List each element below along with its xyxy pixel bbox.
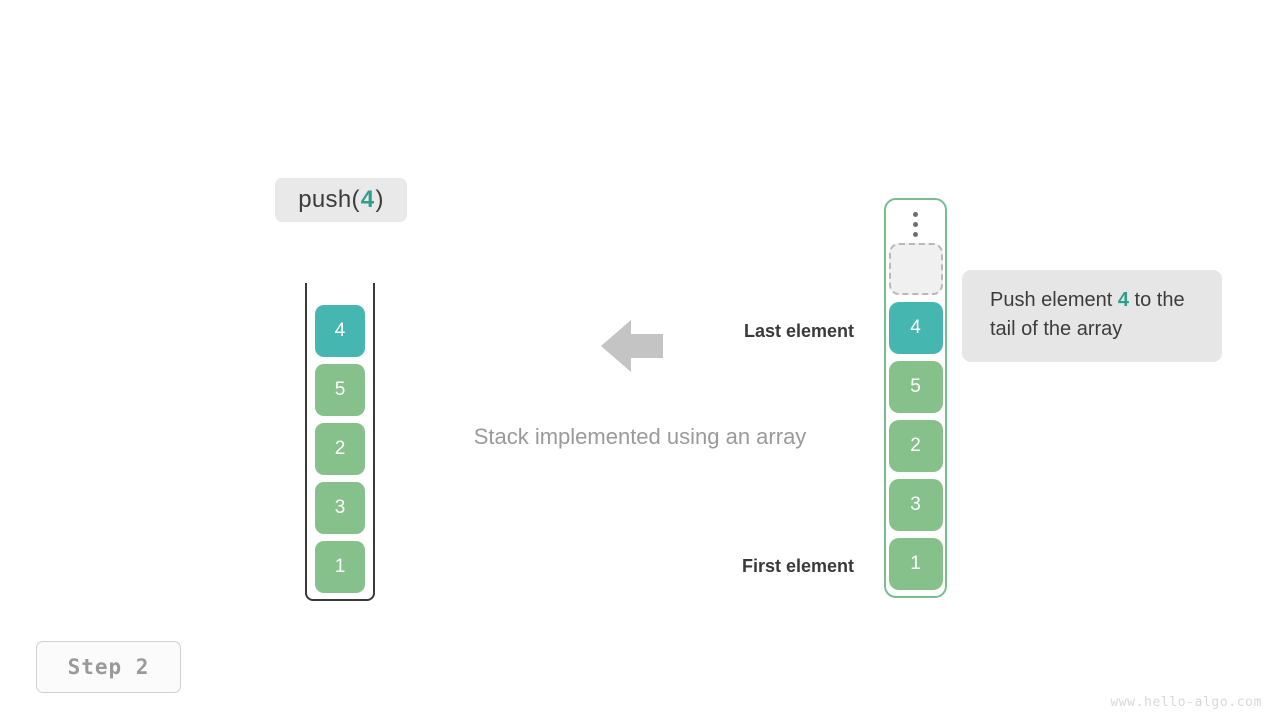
arrow-left-icon <box>601 320 663 372</box>
array-cell-value: 3 <box>910 494 921 515</box>
stack-cell: 5 <box>315 364 365 416</box>
stack-cell-value: 3 <box>334 497 346 518</box>
operation-open-paren: ( <box>351 186 360 213</box>
array-cell: 5 <box>888 361 943 413</box>
diagram-caption: Stack implemented using an array <box>473 424 807 449</box>
tooltip-highlight-value: 4 <box>1117 289 1129 311</box>
array-container: 4 5 2 3 1 <box>884 198 947 598</box>
stack-cell-value: 2 <box>334 438 346 459</box>
tooltip-prefix: Push element <box>990 289 1118 311</box>
tooltip-suffix: to the tail of the array <box>990 289 1185 340</box>
step-badge: Step 2 <box>36 641 181 693</box>
array-cell: 2 <box>888 420 943 472</box>
stack-cell-value: 4 <box>334 320 346 341</box>
array-cell: 4 <box>888 302 943 354</box>
operation-argument: 4 <box>360 186 375 213</box>
array-cell-value: 5 <box>910 376 921 397</box>
annotation-tooltip: Push element 4 to the tail of the array <box>962 270 1222 362</box>
stack-cell: 2 <box>315 423 365 475</box>
watermark: www.hello-algo.com <box>1110 695 1262 710</box>
array-cell-value: 1 <box>910 553 921 574</box>
stack-container: 4 5 2 3 1 <box>305 283 375 601</box>
array-cell: 1 <box>888 538 943 590</box>
array-cell: 3 <box>888 479 943 531</box>
stack-cell: 3 <box>315 482 365 534</box>
first-element-label: First element <box>741 556 854 576</box>
stack-cell: 1 <box>315 541 365 593</box>
array-empty-slot <box>888 243 943 295</box>
stack-cell-value: 1 <box>334 556 346 577</box>
operation-call-label: push(4) <box>275 178 407 222</box>
operation-name: push <box>298 186 352 213</box>
array-cell-value: 4 <box>910 317 921 338</box>
stack-cell-value: 5 <box>334 379 346 400</box>
vertical-ellipsis-icon <box>886 212 945 242</box>
array-cell-value: 2 <box>910 435 921 456</box>
last-element-label: Last element <box>743 321 854 341</box>
stack-cell: 4 <box>315 305 365 357</box>
operation-close-paren: ) <box>375 186 384 213</box>
